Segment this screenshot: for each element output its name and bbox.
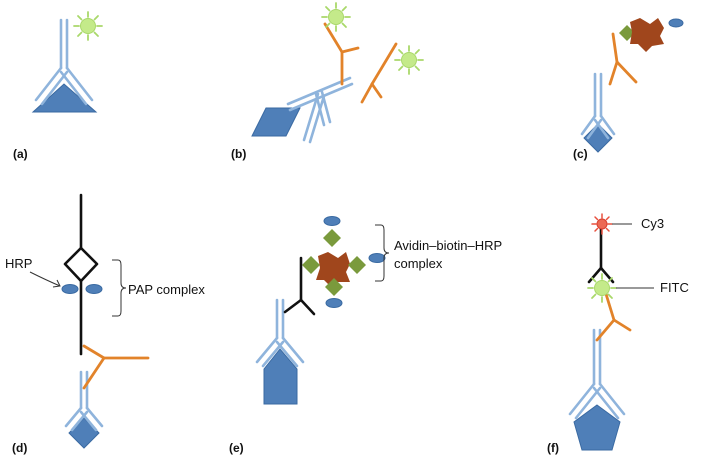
- primary-antibody: [64, 370, 104, 432]
- biotinylated-antibody: [283, 256, 316, 316]
- hrp-enzyme: [323, 216, 341, 226]
- primary-antibody: [568, 328, 626, 420]
- panel-label-d: (d): [12, 441, 27, 455]
- avidin-bracket: [375, 224, 390, 282]
- biotin-diamond: [302, 256, 320, 274]
- hrp-enzyme: [368, 253, 386, 263]
- primary-antibody: [580, 72, 616, 140]
- tertiary-antibody: [587, 222, 615, 284]
- panel-c: (c): [573, 18, 684, 161]
- antigen-diamond: [583, 123, 613, 153]
- hrp-enzyme: [668, 18, 684, 28]
- panel-d: HRP PAP complex (d): [5, 193, 205, 455]
- cy3-fluorophore-icon: [591, 213, 613, 235]
- panel-a: (a): [13, 11, 103, 161]
- secondary-antibody: [82, 344, 150, 390]
- fluorophore-icon: [321, 2, 351, 32]
- antigen-triangle: [31, 83, 98, 113]
- hrp-enzyme: [61, 284, 79, 294]
- antigen-pentagon: [263, 348, 298, 405]
- secondary-antibody: [595, 292, 632, 342]
- biotin-diamond: [619, 25, 635, 41]
- fluorophore-icon: [394, 45, 424, 75]
- panel-label-c: (c): [573, 147, 588, 161]
- fitc-fluorophore-icon: [587, 273, 617, 303]
- hrp-label: HRP: [5, 256, 32, 271]
- panel-e: Avidin–biotin–HRP complex (e): [229, 216, 502, 455]
- panel-label-b: (b): [231, 147, 246, 161]
- biotin-diamond: [323, 229, 341, 247]
- pap-bracket: [112, 259, 127, 317]
- pap-complex-label: PAP complex: [128, 282, 205, 297]
- antigen-diamond: [68, 417, 100, 449]
- panel-label-e: (e): [229, 441, 244, 455]
- primary-antibody: [286, 76, 354, 144]
- pap-complex: [63, 193, 99, 356]
- hrp-enzyme: [85, 284, 103, 294]
- biotin-diamond: [348, 256, 366, 274]
- avidin-blob: [630, 18, 664, 52]
- primary-antibody: [34, 18, 94, 106]
- fitc-label: FITC: [660, 280, 689, 295]
- panel-f: Cy3 FITC (f): [547, 213, 689, 455]
- panel-b: (b): [231, 2, 424, 161]
- secondary-antibody-left: [323, 22, 360, 86]
- biotin-diamond: [325, 278, 343, 296]
- cy3-label: Cy3: [641, 216, 664, 231]
- avidin-complex-label: complex: [394, 256, 443, 271]
- hrp-arrowhead: [52, 279, 61, 288]
- panel-label-f: (f): [547, 441, 559, 455]
- panel-label-a: (a): [13, 147, 28, 161]
- secondary-antibody: [608, 32, 638, 86]
- fluorophore-icon: [73, 11, 103, 41]
- avidin-blob: [316, 252, 350, 288]
- antigen-pentagon: [573, 404, 621, 451]
- hrp-arrow: [29, 271, 61, 287]
- primary-antibody: [255, 298, 305, 368]
- secondary-antibody-right: [360, 42, 398, 104]
- avidin-biotin-hrp-label: Avidin–biotin–HRP: [394, 238, 502, 253]
- antigen-parallelogram: [251, 107, 301, 137]
- hrp-enzyme: [325, 298, 343, 308]
